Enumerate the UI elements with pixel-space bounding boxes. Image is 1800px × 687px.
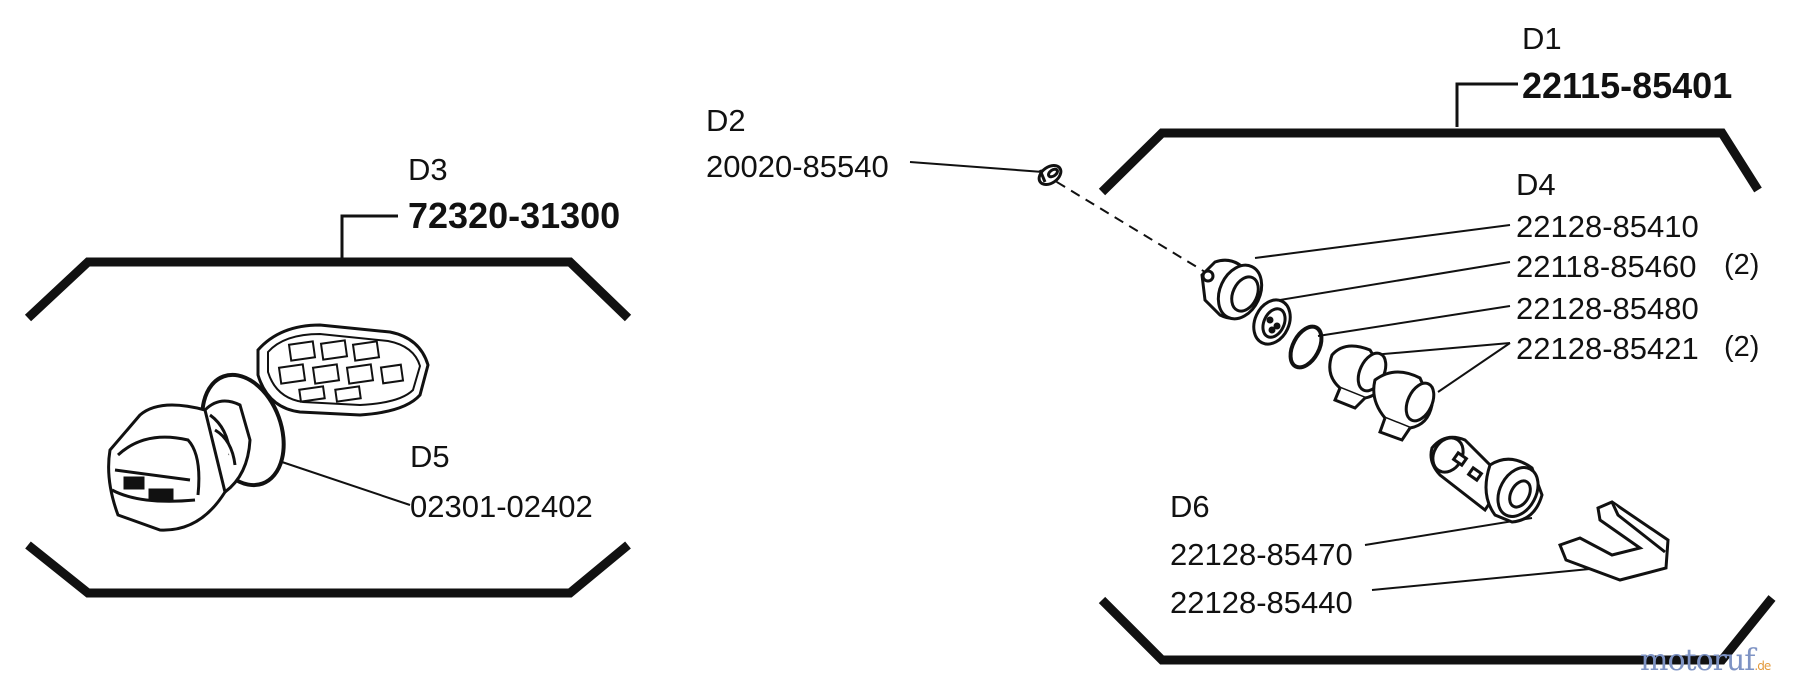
label-d4-part-4: 22128-85421 <box>1516 331 1699 366</box>
label-d5-part: 02301-02402 <box>410 489 593 524</box>
label-d1-part: 22115-85401 <box>1522 65 1733 106</box>
frame-left <box>24 257 632 598</box>
label-d6-part-2: 22128-85440 <box>1170 585 1353 620</box>
watermark: motoruf.de <box>1640 643 1771 683</box>
label-d6-part-1: 22128-85470 <box>1170 537 1353 572</box>
label-d5-code: D5 <box>410 439 450 474</box>
label-brackets <box>340 82 1518 262</box>
label-d3-part: 72320-31300 <box>408 195 621 236</box>
part-d6-cartridge <box>1429 435 1544 524</box>
part-d5-gasket <box>256 323 430 417</box>
frame-right <box>1098 128 1776 665</box>
label-d4-code: D4 <box>1516 167 1556 202</box>
label-d2-part: 20020-85540 <box>706 149 889 184</box>
part-d4-screen <box>1252 298 1292 346</box>
label-d2-code: D2 <box>706 103 746 138</box>
label-d4-part-3: 22128-85480 <box>1516 291 1699 326</box>
label-d3-code: D3 <box>408 152 448 187</box>
label-d6-code: D6 <box>1170 489 1210 524</box>
watermark-tld: .de <box>1754 659 1771 673</box>
part-d3-fuel-cap <box>107 399 252 532</box>
label-d1-code: D1 <box>1522 21 1562 56</box>
part-d4-cap <box>1200 258 1264 321</box>
part-d4-ring <box>1288 324 1324 370</box>
part-d4-filter-halves <box>1328 344 1436 442</box>
watermark-brand: motoruf <box>1640 643 1755 678</box>
label-d4-part-1: 22128-85410 <box>1516 209 1699 244</box>
part-d2-bushing <box>1037 163 1063 187</box>
part-d6-bracket <box>1558 500 1670 582</box>
label-d4-part-4-qty: (2) <box>1724 331 1760 363</box>
leader-lines <box>281 161 1601 591</box>
label-d4-part-2: 22118-85460 <box>1516 249 1697 284</box>
label-d4-part-2-qty: (2) <box>1724 249 1760 281</box>
